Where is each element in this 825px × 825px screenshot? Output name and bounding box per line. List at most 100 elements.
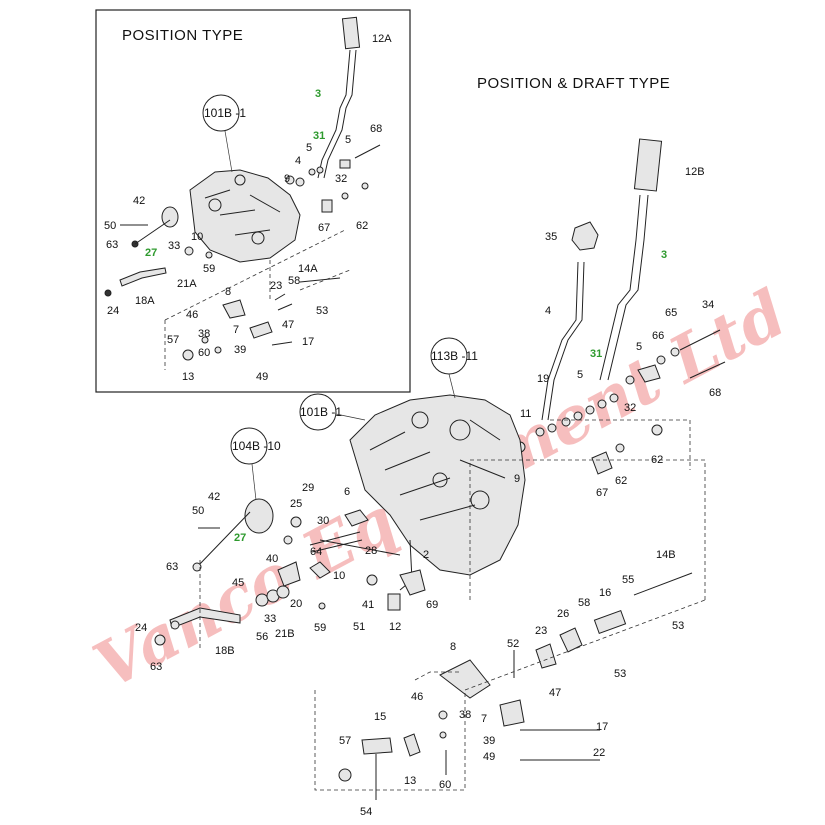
callout: 14A bbox=[298, 263, 318, 275]
callout: 63 bbox=[106, 239, 118, 251]
main-lever-rod bbox=[599, 194, 649, 381]
callout: 24 bbox=[107, 305, 119, 317]
callout: 58 bbox=[578, 597, 590, 609]
callout: 6 bbox=[344, 486, 350, 498]
callout: 32 bbox=[624, 402, 636, 414]
callout: 38 bbox=[459, 709, 471, 721]
main-ref-104b: 104B -10 bbox=[232, 439, 281, 453]
callout: 5 bbox=[636, 341, 642, 353]
callout: 31 bbox=[590, 348, 602, 360]
callout: 16 bbox=[599, 587, 611, 599]
inset-title: POSITION TYPE bbox=[122, 27, 243, 44]
inset-housing bbox=[189, 169, 301, 263]
main-callouts: 12B 35 3 4 34 65 66 5 31 68 19 5 32 11 6… bbox=[135, 166, 721, 818]
callout: 49 bbox=[483, 751, 495, 763]
callout: 53 bbox=[614, 668, 626, 680]
callout: 67 bbox=[318, 222, 330, 234]
callout: 51 bbox=[353, 621, 365, 633]
callout: 31 bbox=[313, 130, 325, 142]
callout: 7 bbox=[233, 324, 239, 336]
callout: 24 bbox=[135, 622, 147, 634]
inset-ref-101b: 101B -1 bbox=[204, 106, 246, 120]
callout: 67 bbox=[596, 487, 608, 499]
callout: 40 bbox=[266, 553, 278, 565]
callout: 9 bbox=[284, 173, 290, 185]
main-housing bbox=[349, 394, 526, 576]
callout: 8 bbox=[450, 641, 456, 653]
callout: 60 bbox=[198, 347, 210, 359]
callout: 59 bbox=[314, 622, 326, 634]
callout: 19 bbox=[537, 373, 549, 385]
callout: 15 bbox=[374, 711, 386, 723]
callout: 14B bbox=[656, 549, 676, 561]
main-guide-lines bbox=[199, 419, 706, 791]
callout: 53 bbox=[316, 305, 328, 317]
callout: 2 bbox=[423, 549, 429, 561]
callout: 9 bbox=[514, 473, 520, 485]
callout: 17 bbox=[596, 721, 608, 733]
callout: 5 bbox=[345, 134, 351, 146]
callout: 30 bbox=[317, 515, 329, 527]
callout: 50 bbox=[104, 220, 116, 232]
callout: 17 bbox=[302, 336, 314, 348]
main-shaft-14b bbox=[633, 572, 693, 596]
callout: 3 bbox=[661, 249, 667, 261]
callout: 26 bbox=[557, 608, 569, 620]
main-lever-grip bbox=[633, 138, 663, 192]
callout: 49 bbox=[256, 371, 268, 383]
callout: 10 bbox=[191, 231, 203, 243]
callout: 57 bbox=[167, 334, 179, 346]
callout: 18A bbox=[135, 295, 155, 307]
callout: 13 bbox=[404, 775, 416, 787]
inset-callouts: 12A 3 31 68 4 5 9 5 32 42 50 63 27 33 59… bbox=[104, 33, 392, 383]
main-knob-35 bbox=[571, 221, 599, 251]
inset-frame bbox=[95, 9, 411, 393]
callout: 12 bbox=[389, 621, 401, 633]
callout: 13 bbox=[182, 371, 194, 383]
callout: 53 bbox=[672, 620, 684, 632]
callout: 69 bbox=[426, 599, 438, 611]
callout: 42 bbox=[133, 195, 145, 207]
callout: 3 bbox=[315, 88, 321, 100]
callout: 62 bbox=[651, 454, 663, 466]
callout: 4 bbox=[295, 155, 301, 167]
callout: 62 bbox=[615, 475, 627, 487]
main-lever-4 bbox=[541, 261, 585, 421]
callout: 38 bbox=[198, 328, 210, 340]
callout: 50 bbox=[192, 505, 204, 517]
callout: 27 bbox=[234, 532, 246, 544]
callout: 27 bbox=[145, 247, 157, 259]
callout: 20 bbox=[290, 598, 302, 610]
callout: 7 bbox=[481, 713, 487, 725]
callout: 39 bbox=[483, 735, 495, 747]
callout: 33 bbox=[168, 240, 180, 252]
callout: 59 bbox=[203, 263, 215, 275]
inset-lever-rod bbox=[317, 49, 357, 179]
callout: 52 bbox=[507, 638, 519, 650]
callout: 12B bbox=[685, 166, 705, 178]
callout: 25 bbox=[290, 498, 302, 510]
callout: 5 bbox=[577, 369, 583, 381]
callout: 45 bbox=[232, 577, 244, 589]
main-title: POSITION & DRAFT TYPE bbox=[477, 75, 670, 92]
callout: 66 bbox=[652, 330, 664, 342]
callout: 58 bbox=[288, 275, 300, 287]
main-washer-row bbox=[535, 375, 635, 437]
callout: 5 bbox=[306, 142, 312, 154]
callout: 35 bbox=[545, 231, 557, 243]
callout: 21B bbox=[275, 628, 295, 640]
main-ref-104b-circle bbox=[230, 427, 268, 465]
callout: 8 bbox=[225, 286, 231, 298]
inset-drawing: 101B -1 bbox=[104, 16, 381, 370]
main-ref-113b: 113B -11 bbox=[431, 349, 478, 363]
callout: 63 bbox=[166, 561, 178, 573]
inset-ref-101b-circle bbox=[202, 94, 240, 132]
callout: 10 bbox=[333, 570, 345, 582]
main-ref-101b: 101B -1 bbox=[300, 405, 342, 419]
callout: 68 bbox=[709, 387, 721, 399]
callout: 22 bbox=[593, 747, 605, 759]
callout: 41 bbox=[362, 599, 374, 611]
callout: 62 bbox=[356, 220, 368, 232]
callout: 11 bbox=[520, 408, 531, 420]
callout: 46 bbox=[411, 691, 423, 703]
